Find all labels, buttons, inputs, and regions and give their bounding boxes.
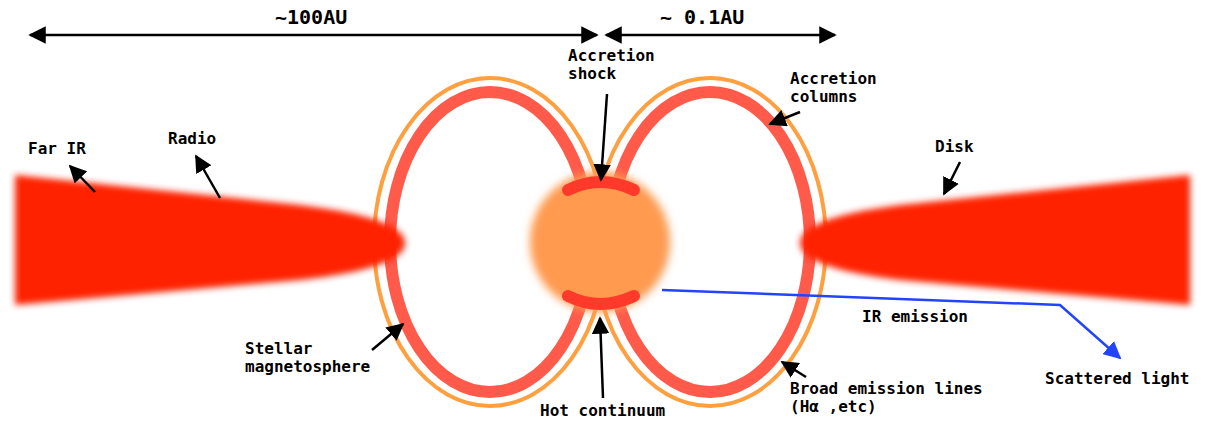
callout-label: Radio <box>168 130 216 148</box>
leader-arrow <box>944 162 960 194</box>
leader-arrow <box>782 362 806 377</box>
callout-label: ~100AU <box>275 6 347 29</box>
leader-arrow <box>70 166 95 192</box>
callout-label: Broad emission lines (Hα ,etc) <box>790 380 1000 417</box>
disk <box>15 175 405 305</box>
callout-label: Hot continuum <box>540 402 665 420</box>
callout-label: Accretion shock <box>568 47 668 84</box>
callout-label: Accretion columns <box>790 70 890 107</box>
scale-arrow <box>30 34 597 37</box>
leader-arrow <box>372 324 403 350</box>
callout-label: Stellar magnetosphere <box>245 340 385 377</box>
leader-arrow <box>601 94 607 180</box>
leader-arrow <box>770 112 800 124</box>
leader-arrow <box>196 156 220 198</box>
scale-arrow <box>606 34 835 37</box>
light-ray <box>662 290 1120 358</box>
leader-arrow <box>600 318 603 398</box>
star <box>530 172 670 312</box>
callout-label: Disk <box>935 138 974 156</box>
accretion-shock <box>568 182 634 190</box>
disk <box>800 175 1190 305</box>
callout-label: IR emission <box>862 308 968 326</box>
callout-label: Scattered light <box>1045 370 1190 388</box>
callout-label: ~ 0.1AU <box>660 6 744 29</box>
accretion-shock <box>568 296 634 304</box>
callout-label: Far IR <box>28 140 86 158</box>
